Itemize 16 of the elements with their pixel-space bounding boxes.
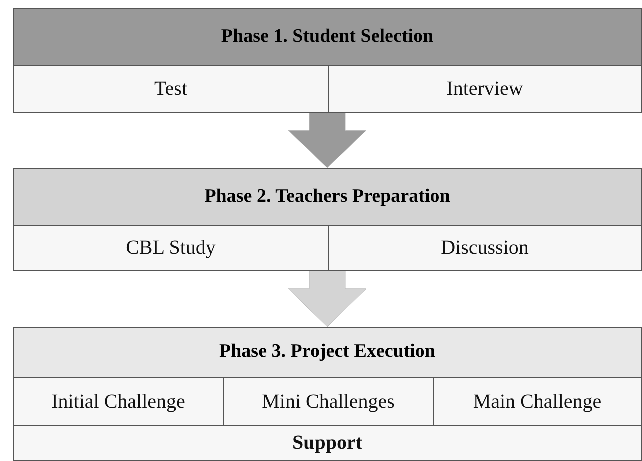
phase-band xyxy=(13,8,642,113)
phase-heading: Phase 1. Student Selection xyxy=(221,24,434,49)
step-cell: Support xyxy=(13,425,642,461)
step-cell: Mini Challenges xyxy=(223,377,434,426)
step-cell: Main Challenge xyxy=(433,377,642,426)
block-arrow xyxy=(288,270,367,328)
step-cell: Discussion xyxy=(328,225,642,271)
step-cell: CBL Study xyxy=(13,225,329,271)
step-cell: Test xyxy=(13,65,329,113)
phase-band xyxy=(13,327,642,461)
phase-heading: Phase 3. Project Execution xyxy=(220,340,436,364)
phase-heading: Phase 2. Teachers Preparation xyxy=(204,184,450,209)
phase-band xyxy=(13,168,642,271)
block-arrow xyxy=(288,112,367,168)
step-cell: Initial Challenge xyxy=(13,377,224,426)
step-cell: Interview xyxy=(328,65,642,113)
